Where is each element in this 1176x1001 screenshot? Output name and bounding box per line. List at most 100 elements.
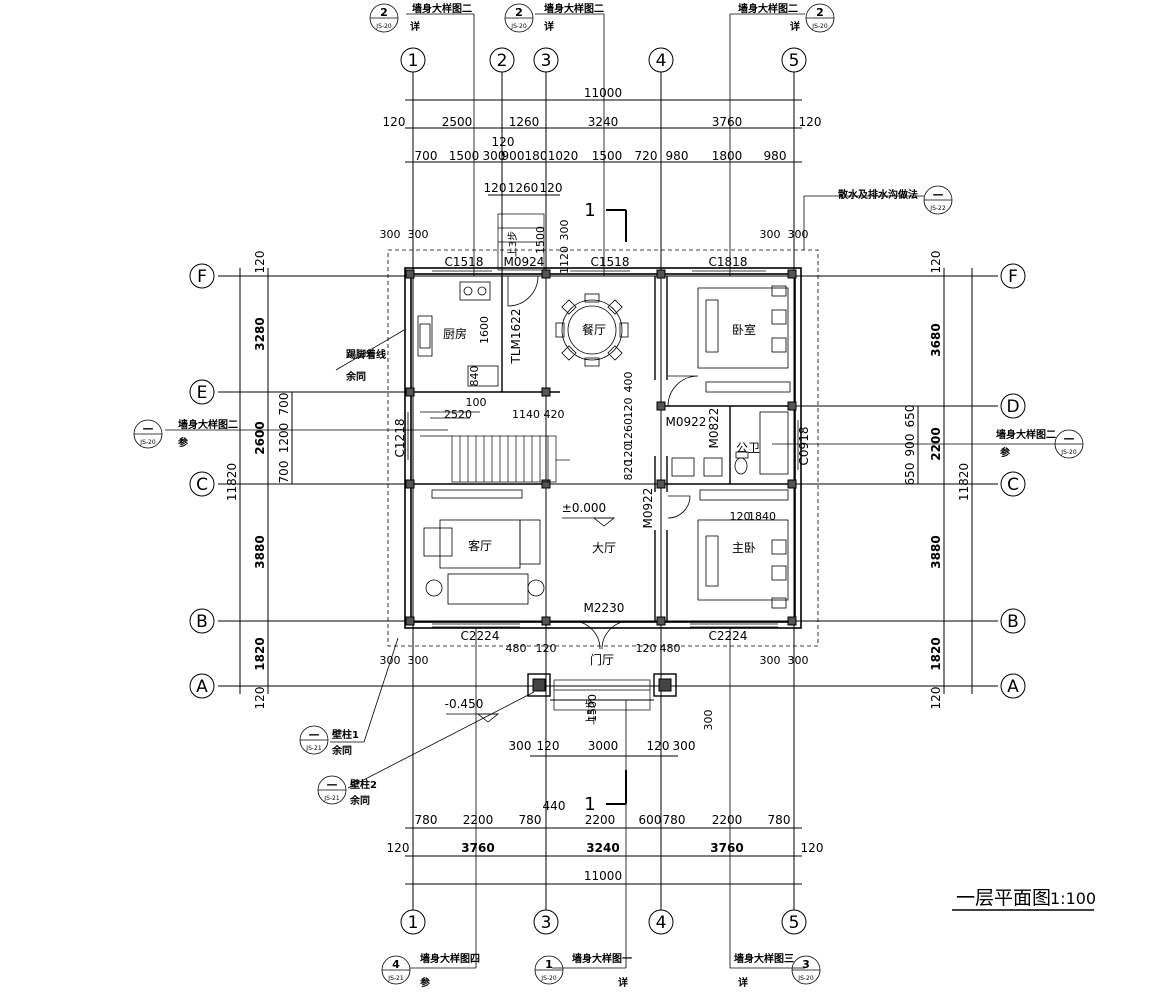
- callout-num: 2: [816, 6, 824, 19]
- dim-left-2: 700: [277, 461, 291, 484]
- axis-label-D-right: D: [1006, 397, 1019, 417]
- axis-label-4-bottom: 4: [656, 913, 667, 933]
- callout-skirting: 踢脚着线: [346, 348, 386, 361]
- level-porch: -0.450: [445, 697, 484, 711]
- dim-bottom-2: 600: [639, 813, 662, 827]
- dim-bottom-extra: 440: [543, 799, 566, 813]
- kitchen-fixtures: [417, 281, 499, 387]
- dim-top-2: 720: [635, 149, 658, 163]
- dim-bottom-2: 780: [768, 813, 791, 827]
- window-code: C1518: [445, 255, 484, 269]
- dim-right: 120: [929, 251, 943, 274]
- dim-top: 3240: [588, 115, 619, 129]
- dim-bottom-2: 2200: [712, 813, 743, 827]
- axis-label-F: F: [197, 267, 207, 287]
- axis-label-C: C: [196, 475, 208, 495]
- dim-misc: 120: [622, 398, 635, 419]
- callout-pillar1: 壁柱1: [332, 728, 359, 741]
- callout-num: —: [933, 188, 944, 201]
- dim-bottom: 3240: [586, 841, 619, 855]
- bathroom-fixtures: [671, 411, 789, 477]
- bedroom-furniture: [697, 285, 791, 609]
- room-dining: 餐厅: [582, 322, 606, 337]
- callout-see: 参: [178, 436, 188, 449]
- dim-top: 1260: [509, 115, 540, 129]
- callout-num: 1: [545, 958, 553, 971]
- dim-bottom-2: 780: [415, 813, 438, 827]
- window-code: C2224: [461, 629, 500, 643]
- drawing-title: 一层平面图: [956, 887, 1051, 909]
- dim-misc: 300: [760, 228, 781, 241]
- dim-left-2: 700: [277, 393, 291, 416]
- dim-top: 3760: [712, 115, 743, 129]
- dim-misc: 1600: [478, 316, 491, 344]
- section-mark-top: 1: [584, 200, 595, 221]
- doors: [507, 275, 699, 650]
- callout-circles: [133, 3, 1084, 985]
- axis-label-3: 3: [541, 51, 552, 71]
- entry-steps: [497, 213, 651, 711]
- dim-bottom-2: 780: [663, 813, 686, 827]
- dim-right-2: 900: [903, 434, 917, 457]
- dim-right-total: 11820: [957, 463, 971, 501]
- callout-num: —: [309, 728, 320, 741]
- callout-see: 参: [1000, 446, 1010, 459]
- callout-ref: JS-20: [510, 23, 527, 30]
- section-markers: [606, 209, 627, 805]
- dim-right: 3880: [929, 535, 943, 568]
- columns: [405, 269, 797, 626]
- dim-misc: 1140: [512, 408, 540, 421]
- dim-top-total: 11000: [584, 86, 622, 100]
- dim-misc: 840: [468, 366, 481, 387]
- dim-right-2: 650: [903, 405, 917, 428]
- room-kitchen: 厨房: [443, 326, 467, 341]
- axis-label-1-bottom: 1: [408, 913, 419, 933]
- callout-ref: JS-21: [323, 795, 340, 802]
- door-code: M0922: [666, 415, 707, 429]
- windows: [407, 270, 799, 628]
- dim-misc: 300: [788, 654, 809, 667]
- callout-detail: 详: [544, 20, 554, 33]
- dim-misc: 2520: [444, 408, 472, 421]
- door-code: TLM1622: [509, 309, 523, 365]
- dim-entry: 120: [537, 739, 560, 753]
- axis-label-B-right: B: [1007, 612, 1019, 632]
- stair-label-bottom: 上3步: [585, 699, 597, 725]
- dim-misc: 480: [660, 642, 681, 655]
- callout-detail: 详: [410, 20, 420, 33]
- dim-misc: 300: [380, 228, 401, 241]
- dim-top: 2500: [442, 115, 473, 129]
- callout-ref: JS-20: [540, 975, 557, 982]
- dim-misc: 300: [558, 220, 571, 241]
- room-bedroom: 卧室: [732, 322, 756, 337]
- dim-left-total: 11820: [225, 463, 239, 501]
- dim-bottom-2: 2200: [463, 813, 494, 827]
- dim-top-2: 1020: [548, 149, 579, 163]
- porch-pillars: [527, 673, 677, 701]
- axis-label-F-right: F: [1008, 267, 1018, 287]
- axis-label-A-right: A: [1007, 677, 1019, 697]
- dim-right: 2200: [929, 427, 943, 460]
- dim-top-2: 980: [666, 149, 689, 163]
- axis-label-5-bottom: 5: [789, 913, 800, 933]
- window-code: C2224: [709, 629, 748, 643]
- dim-right: 1820: [929, 637, 943, 670]
- window-code: C1218: [393, 419, 407, 458]
- callout-num: —: [143, 422, 154, 435]
- callout-ref: JS-21: [387, 975, 404, 982]
- dim-entry: 120: [647, 739, 670, 753]
- dining-table: [555, 293, 629, 367]
- left-dimension-lines: [239, 268, 293, 694]
- dim-stair: 120: [540, 181, 563, 195]
- dim-misc: 300: [380, 654, 401, 667]
- window-code: C1818: [709, 255, 748, 269]
- axis-grid: [218, 72, 998, 910]
- dim-bottom: 120: [801, 841, 824, 855]
- callout-detail: 详: [618, 976, 628, 989]
- callout-pillar2: 壁柱2: [350, 778, 377, 791]
- dim-left: 120: [253, 251, 267, 274]
- axis-label-3-bottom: 3: [541, 913, 552, 933]
- dim-top-2: 1500: [449, 149, 480, 163]
- dim-right-2: 650: [903, 463, 917, 486]
- callout-wall-detail-2: 墙身大样图二: [412, 2, 472, 15]
